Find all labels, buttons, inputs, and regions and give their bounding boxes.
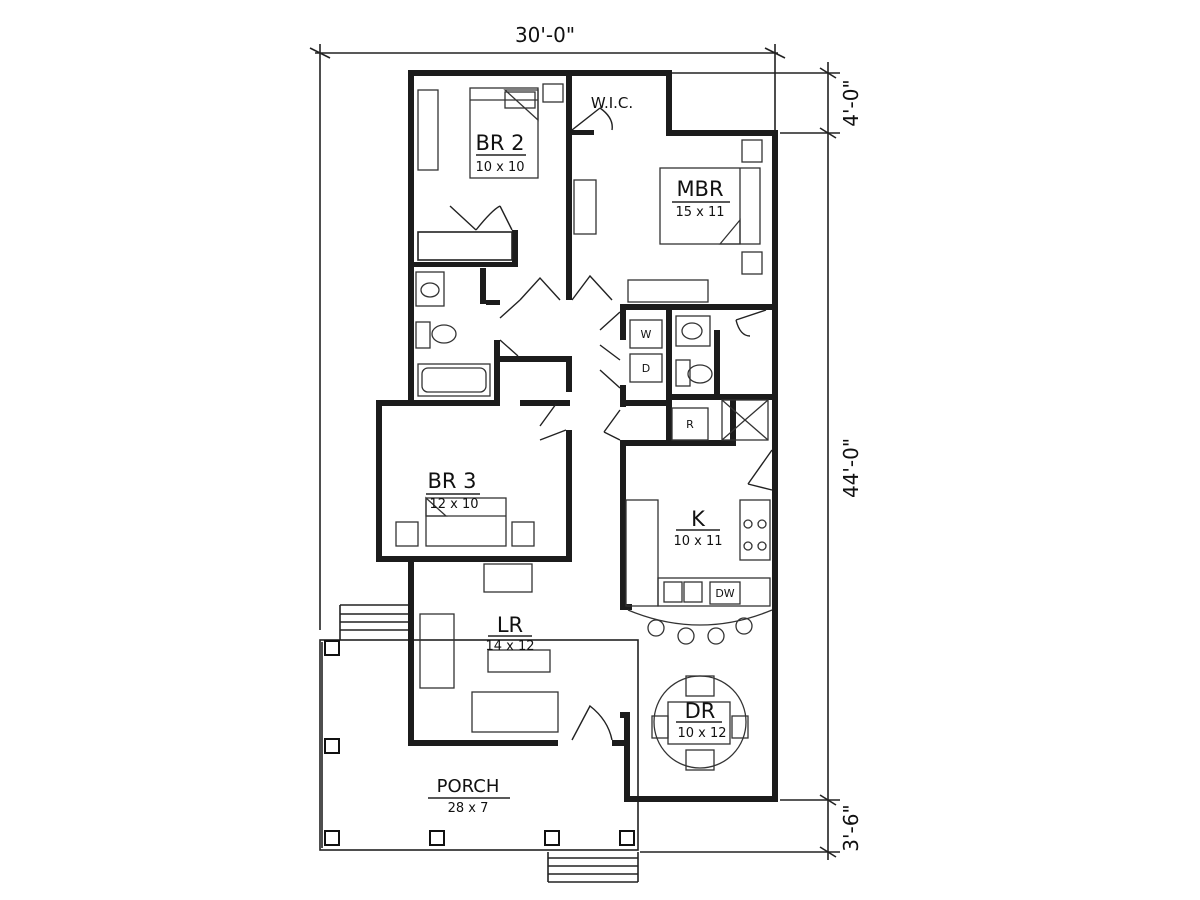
room-label-porch: PORCH [437, 776, 500, 797]
room-size-porch: 28 x 7 [448, 801, 489, 816]
br3-bed [395, 496, 535, 547]
dimension-lines [309, 44, 840, 860]
master-bath-fixtures [675, 315, 769, 441]
room-label-br3: BR 3 [427, 469, 476, 493]
room-size-dr: 10 x 12 [677, 726, 726, 741]
refrigerator-label: R [686, 418, 694, 431]
dimension-width-top: 30'-0" [515, 23, 575, 47]
porch-post [544, 830, 560, 846]
interior-walls [414, 76, 778, 718]
porch-post [619, 830, 635, 846]
dr-table [651, 675, 749, 771]
lr-furniture [419, 563, 559, 733]
room-label-lr: LR [497, 613, 523, 637]
laundry [629, 319, 663, 383]
dimension-depth-porch: 3'-6" [839, 804, 863, 851]
room-label-br2: BR 2 [475, 131, 524, 155]
refrigerator [671, 407, 709, 441]
porch-steps-front [547, 852, 639, 883]
porch-post [324, 640, 340, 656]
room-label-k: K [691, 507, 706, 531]
porch-steps-side [339, 604, 410, 640]
porch [319, 604, 639, 883]
porch-post [324, 830, 340, 846]
hall-bath-fixtures [415, 271, 491, 397]
dryer-label: D [642, 362, 650, 375]
kitchen-counters [625, 499, 773, 645]
dishwasher-label: DW [715, 587, 734, 600]
washer-label: W [641, 328, 652, 341]
doors [449, 107, 773, 741]
dimension-depth-rear: 4'-0" [839, 79, 863, 126]
exterior-walls [376, 70, 778, 802]
mbr-bed [573, 139, 763, 303]
room-label-dr: DR [685, 699, 716, 723]
room-label-mbr: MBR [676, 177, 723, 201]
br2-bed [417, 83, 564, 179]
room-size-mbr: 15 x 11 [675, 205, 724, 220]
porch-post [429, 830, 445, 846]
room-size-lr: 14 x 12 [485, 639, 534, 654]
room-size-br2: 10 x 10 [475, 160, 524, 175]
room-size-br3: 12 x 10 [429, 497, 478, 512]
porch-post [324, 738, 340, 754]
dimension-depth-main: 44'-0" [839, 438, 863, 498]
room-size-k: 10 x 11 [673, 534, 722, 549]
room-label-wic: W.I.C. [591, 94, 633, 112]
